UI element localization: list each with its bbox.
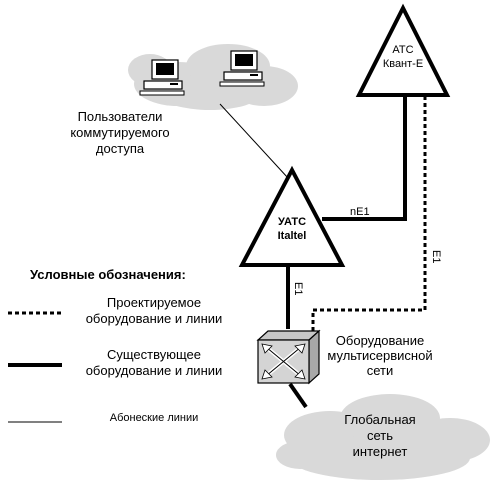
uats-label-2: Italtel [278, 230, 307, 242]
internet-label-1: Глобальная [344, 412, 415, 427]
link-label-e1-vertical: E1 [292, 282, 304, 295]
computer-icon [219, 50, 265, 87]
internet-label-3: интернет [353, 444, 408, 459]
legend-item-2-label-1: Существующее [107, 347, 201, 362]
link-e1-projected [311, 95, 427, 331]
subscriber-line [219, 103, 289, 179]
computer-icon [139, 59, 185, 96]
legend-item-1-label-1: Проектируемое [107, 295, 201, 310]
legend-item-2-label-2: оборудование и линии [86, 363, 223, 378]
users-label-1: Пользователи [78, 109, 163, 124]
legend-item-1-label-2: оборудование и линии [86, 311, 223, 326]
ats-label-1: АТС [392, 44, 413, 56]
link-label-e1-right: E1 [430, 250, 442, 263]
users-label-3: доступа [96, 141, 145, 156]
multiservice-label-2: мультисервисной [327, 348, 432, 363]
internet-cloud [276, 394, 490, 480]
legend-title: Условные обозначения: [30, 267, 186, 282]
multiservice-switch-icon [256, 329, 321, 385]
link-internet [288, 382, 308, 409]
users-label-2: коммутируемого [70, 125, 169, 140]
multiservice-label-3: сети [367, 363, 394, 378]
internet-label-2: сеть [367, 428, 393, 443]
link-ne1 [322, 95, 407, 221]
uats-label-1: УАТС [278, 216, 306, 228]
ats-label-2: Квант-Е [383, 58, 423, 70]
uats-triangle [238, 165, 346, 267]
ats-triangle [355, 3, 451, 97]
link-label-ne1: nE1 [350, 206, 370, 218]
legend-item-3-label-1: Абонеские линии [110, 412, 199, 424]
multiservice-label-1: Оборудование [336, 333, 424, 348]
